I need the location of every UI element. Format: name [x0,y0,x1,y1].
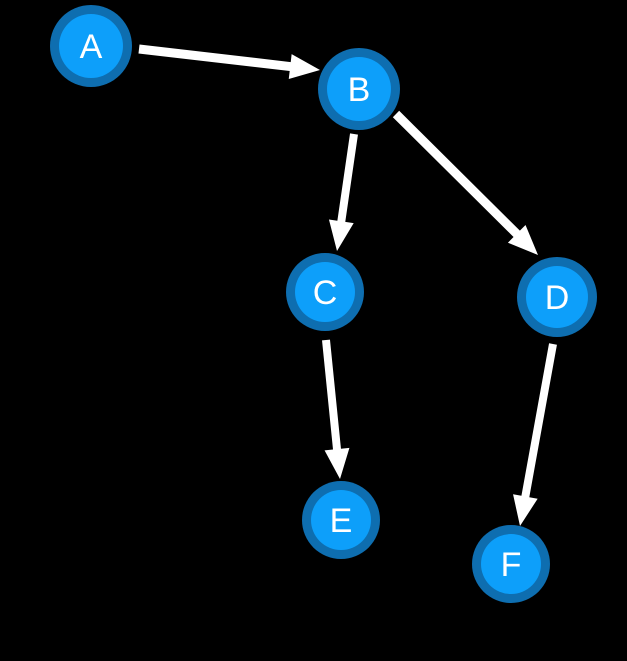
edge-d-to-f[interactable] [513,343,557,526]
node-f-label: F [501,546,522,584]
nodes-layer: A B C D E F [50,5,597,603]
node-f-fill [481,534,541,594]
edge-b-to-d[interactable] [392,110,538,255]
edge-a-to-b[interactable] [138,44,320,79]
node-c[interactable]: C [286,253,364,331]
node-e-fill [311,490,371,550]
node-a-label: A [80,28,103,66]
node-a-fill [59,14,123,78]
edges-layer [138,44,557,526]
node-e-label: E [330,502,353,540]
node-b-fill [327,57,391,121]
node-a[interactable]: A [50,5,132,87]
node-c-fill [295,262,355,322]
edge-c-to-e[interactable] [322,339,350,479]
node-b[interactable]: B [318,48,400,130]
node-d-label: D [545,279,570,317]
node-e[interactable]: E [302,481,380,559]
node-c-label: C [313,274,338,312]
node-d[interactable]: D [517,257,597,337]
node-d-fill [526,266,588,328]
edge-b-to-c[interactable] [328,133,358,251]
node-f[interactable]: F [472,525,550,603]
node-b-label: B [348,71,371,109]
